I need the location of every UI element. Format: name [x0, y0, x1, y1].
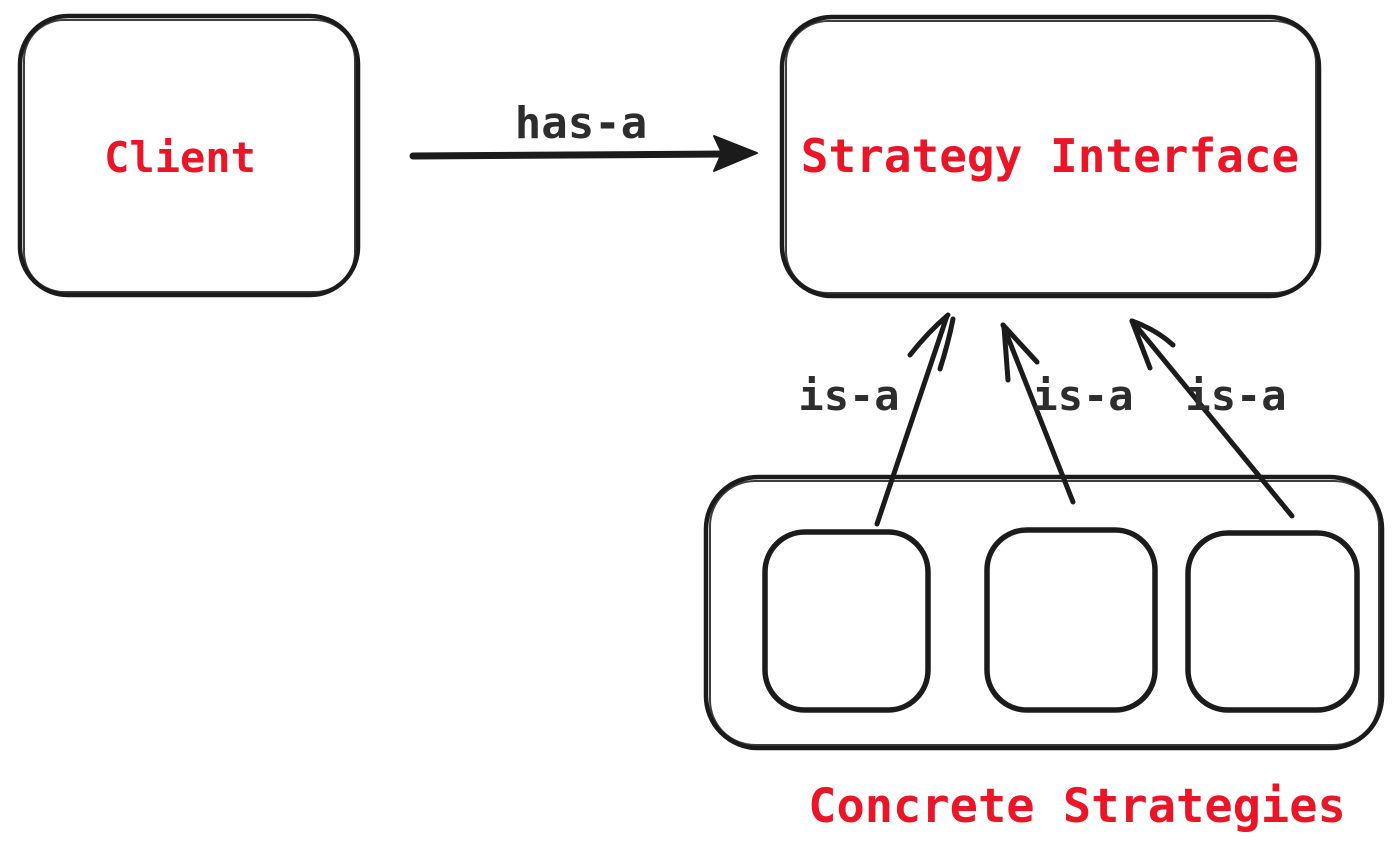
is-a-arrow-1-shaft	[874, 313, 950, 527]
is-a-arrow-3-shaft	[1129, 318, 1295, 519]
client-label: Client	[104, 133, 256, 182]
is-a-arrow-3-head-wing	[1129, 318, 1153, 371]
concrete-strategies-container	[703, 474, 1385, 751]
is-a-edge-3: is-a	[1129, 318, 1295, 519]
strategy-interface-box-sketch-line	[785, 20, 1317, 294]
has-a-edge: has-a	[409, 98, 758, 172]
has-a-arrow-shaft	[409, 150, 732, 160]
is-a-edge-2: is-a	[1000, 322, 1134, 505]
strategy-interface-box	[779, 14, 1322, 299]
client-box	[17, 13, 361, 298]
is-a-label-3: is-a	[1185, 371, 1286, 420]
is-a-arrow-2-shaft	[1000, 322, 1076, 505]
has-a-label: has-a	[515, 98, 647, 149]
is-a-arrow-3-head-tipline	[1129, 318, 1176, 348]
is-a-edge-1: is-a	[798, 312, 956, 527]
is-a-arrow-2-head-wing	[1000, 322, 1040, 365]
strategy-interface-node: Strategy Interface	[779, 14, 1322, 299]
concrete-strategy-box-3	[1185, 530, 1360, 713]
concrete-strategy-box-2	[984, 527, 1158, 713]
is-a-label-1: is-a	[798, 371, 899, 420]
concrete-strategies-container-sketch-line	[709, 480, 1380, 746]
client-node: Client	[17, 13, 361, 298]
has-a-arrowhead-icon	[713, 135, 758, 172]
is-a-arrow-1-head-wing	[907, 312, 951, 358]
client-box-sketch-line	[23, 19, 356, 293]
is-a-arrow-1-head-tipline	[937, 316, 956, 372]
is-a-label-2: is-a	[1032, 371, 1133, 420]
concrete-strategy-box-1	[762, 529, 931, 713]
concrete-strategies-group: Concrete Strategies	[703, 474, 1385, 834]
concrete-strategies-label: Concrete Strategies	[808, 779, 1346, 834]
strategy-interface-label: Strategy Interface	[801, 129, 1300, 183]
is-a-arrow-2-head-tipline	[1001, 324, 1011, 383]
